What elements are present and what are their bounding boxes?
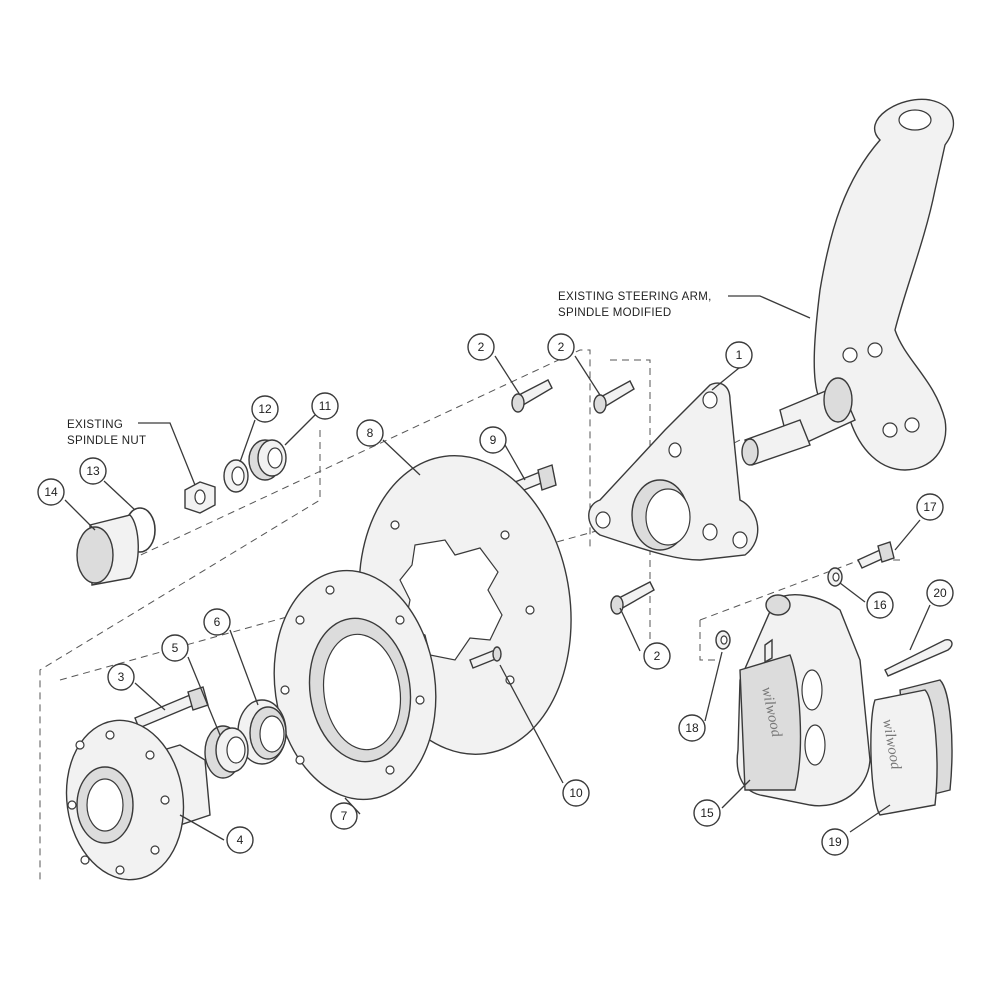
callout-3: 3 (107, 663, 135, 691)
svg-text:20: 20 (933, 586, 947, 600)
inner-bearing (204, 725, 249, 779)
inner-bearing-race (237, 699, 287, 765)
spindle-nut-label-line1: EXISTING (67, 419, 123, 431)
steering-arm-spindle (741, 98, 955, 471)
svg-text:5: 5 (172, 641, 179, 655)
rotor-hat (273, 569, 437, 801)
caliper-washer-16 (827, 567, 843, 587)
spindle-washer (223, 459, 249, 493)
svg-text:7: 7 (341, 809, 348, 823)
callout-13: 13 (79, 457, 107, 485)
callout-17: 17 (916, 493, 944, 521)
callout-2-bottom: 2 (643, 642, 671, 670)
wheel-stud (469, 646, 502, 669)
callout-9: 9 (479, 426, 507, 454)
wheel-hub (65, 719, 211, 881)
brake-pads: wilwood (870, 679, 953, 816)
callout-4: 4 (226, 826, 254, 854)
callout-8: 8 (356, 419, 384, 447)
callout-5: 5 (161, 634, 189, 662)
svg-text:3: 3 (118, 670, 125, 684)
svg-text:15: 15 (700, 806, 714, 820)
callout-19: 19 (821, 828, 849, 856)
svg-text:10: 10 (569, 786, 583, 800)
steering-arm-label-line1: EXISTING STEERING ARM, (558, 291, 712, 303)
svg-text:12: 12 (258, 402, 272, 416)
callout-6: 6 (203, 608, 231, 636)
svg-text:19: 19 (828, 835, 842, 849)
svg-text:14: 14 (44, 485, 58, 499)
svg-text:4: 4 (237, 833, 244, 847)
bracket-bolts (511, 379, 655, 615)
spindle-nut (184, 481, 216, 514)
caliper-washer-18 (715, 630, 731, 650)
brake-caliper: wilwood (736, 594, 871, 807)
svg-text:13: 13 (86, 464, 100, 478)
callout-11: 11 (311, 392, 339, 420)
steering-arm-label-line2: SPINDLE MODIFIED (558, 307, 671, 319)
callout-20: 20 (926, 579, 954, 607)
caliper-bolt (857, 541, 895, 569)
outer-bearing (248, 439, 287, 481)
svg-text:17: 17 (923, 500, 937, 514)
spindle-nut-label-line2: SPINDLE NUT (67, 435, 146, 447)
caliper-bracket (588, 382, 759, 561)
callout-14: 14 (37, 478, 65, 506)
callout-10: 10 (562, 779, 590, 807)
svg-text:9: 9 (490, 433, 497, 447)
svg-text:11: 11 (319, 399, 332, 413)
svg-text:2: 2 (654, 649, 661, 663)
svg-text:2: 2 (558, 340, 565, 354)
callout-7: 7 (330, 802, 358, 830)
callout-16: 16 (866, 591, 894, 619)
svg-text:1: 1 (736, 348, 743, 362)
callout-2-left: 2 (467, 333, 495, 361)
svg-text:2: 2 (478, 340, 485, 354)
dust-cap (76, 514, 139, 586)
svg-text:6: 6 (214, 615, 221, 629)
svg-text:18: 18 (685, 721, 699, 735)
cotter-pin (884, 638, 953, 677)
leader-lines (64, 295, 931, 841)
callout-18: 18 (678, 714, 706, 742)
callout-15: 15 (693, 799, 721, 827)
callout-12: 12 (251, 395, 279, 423)
callout-2-mid: 2 (547, 333, 575, 361)
svg-text:8: 8 (367, 426, 374, 440)
callout-1: 1 (725, 341, 753, 369)
svg-text:16: 16 (873, 598, 887, 612)
rotor-bolt (514, 464, 557, 493)
